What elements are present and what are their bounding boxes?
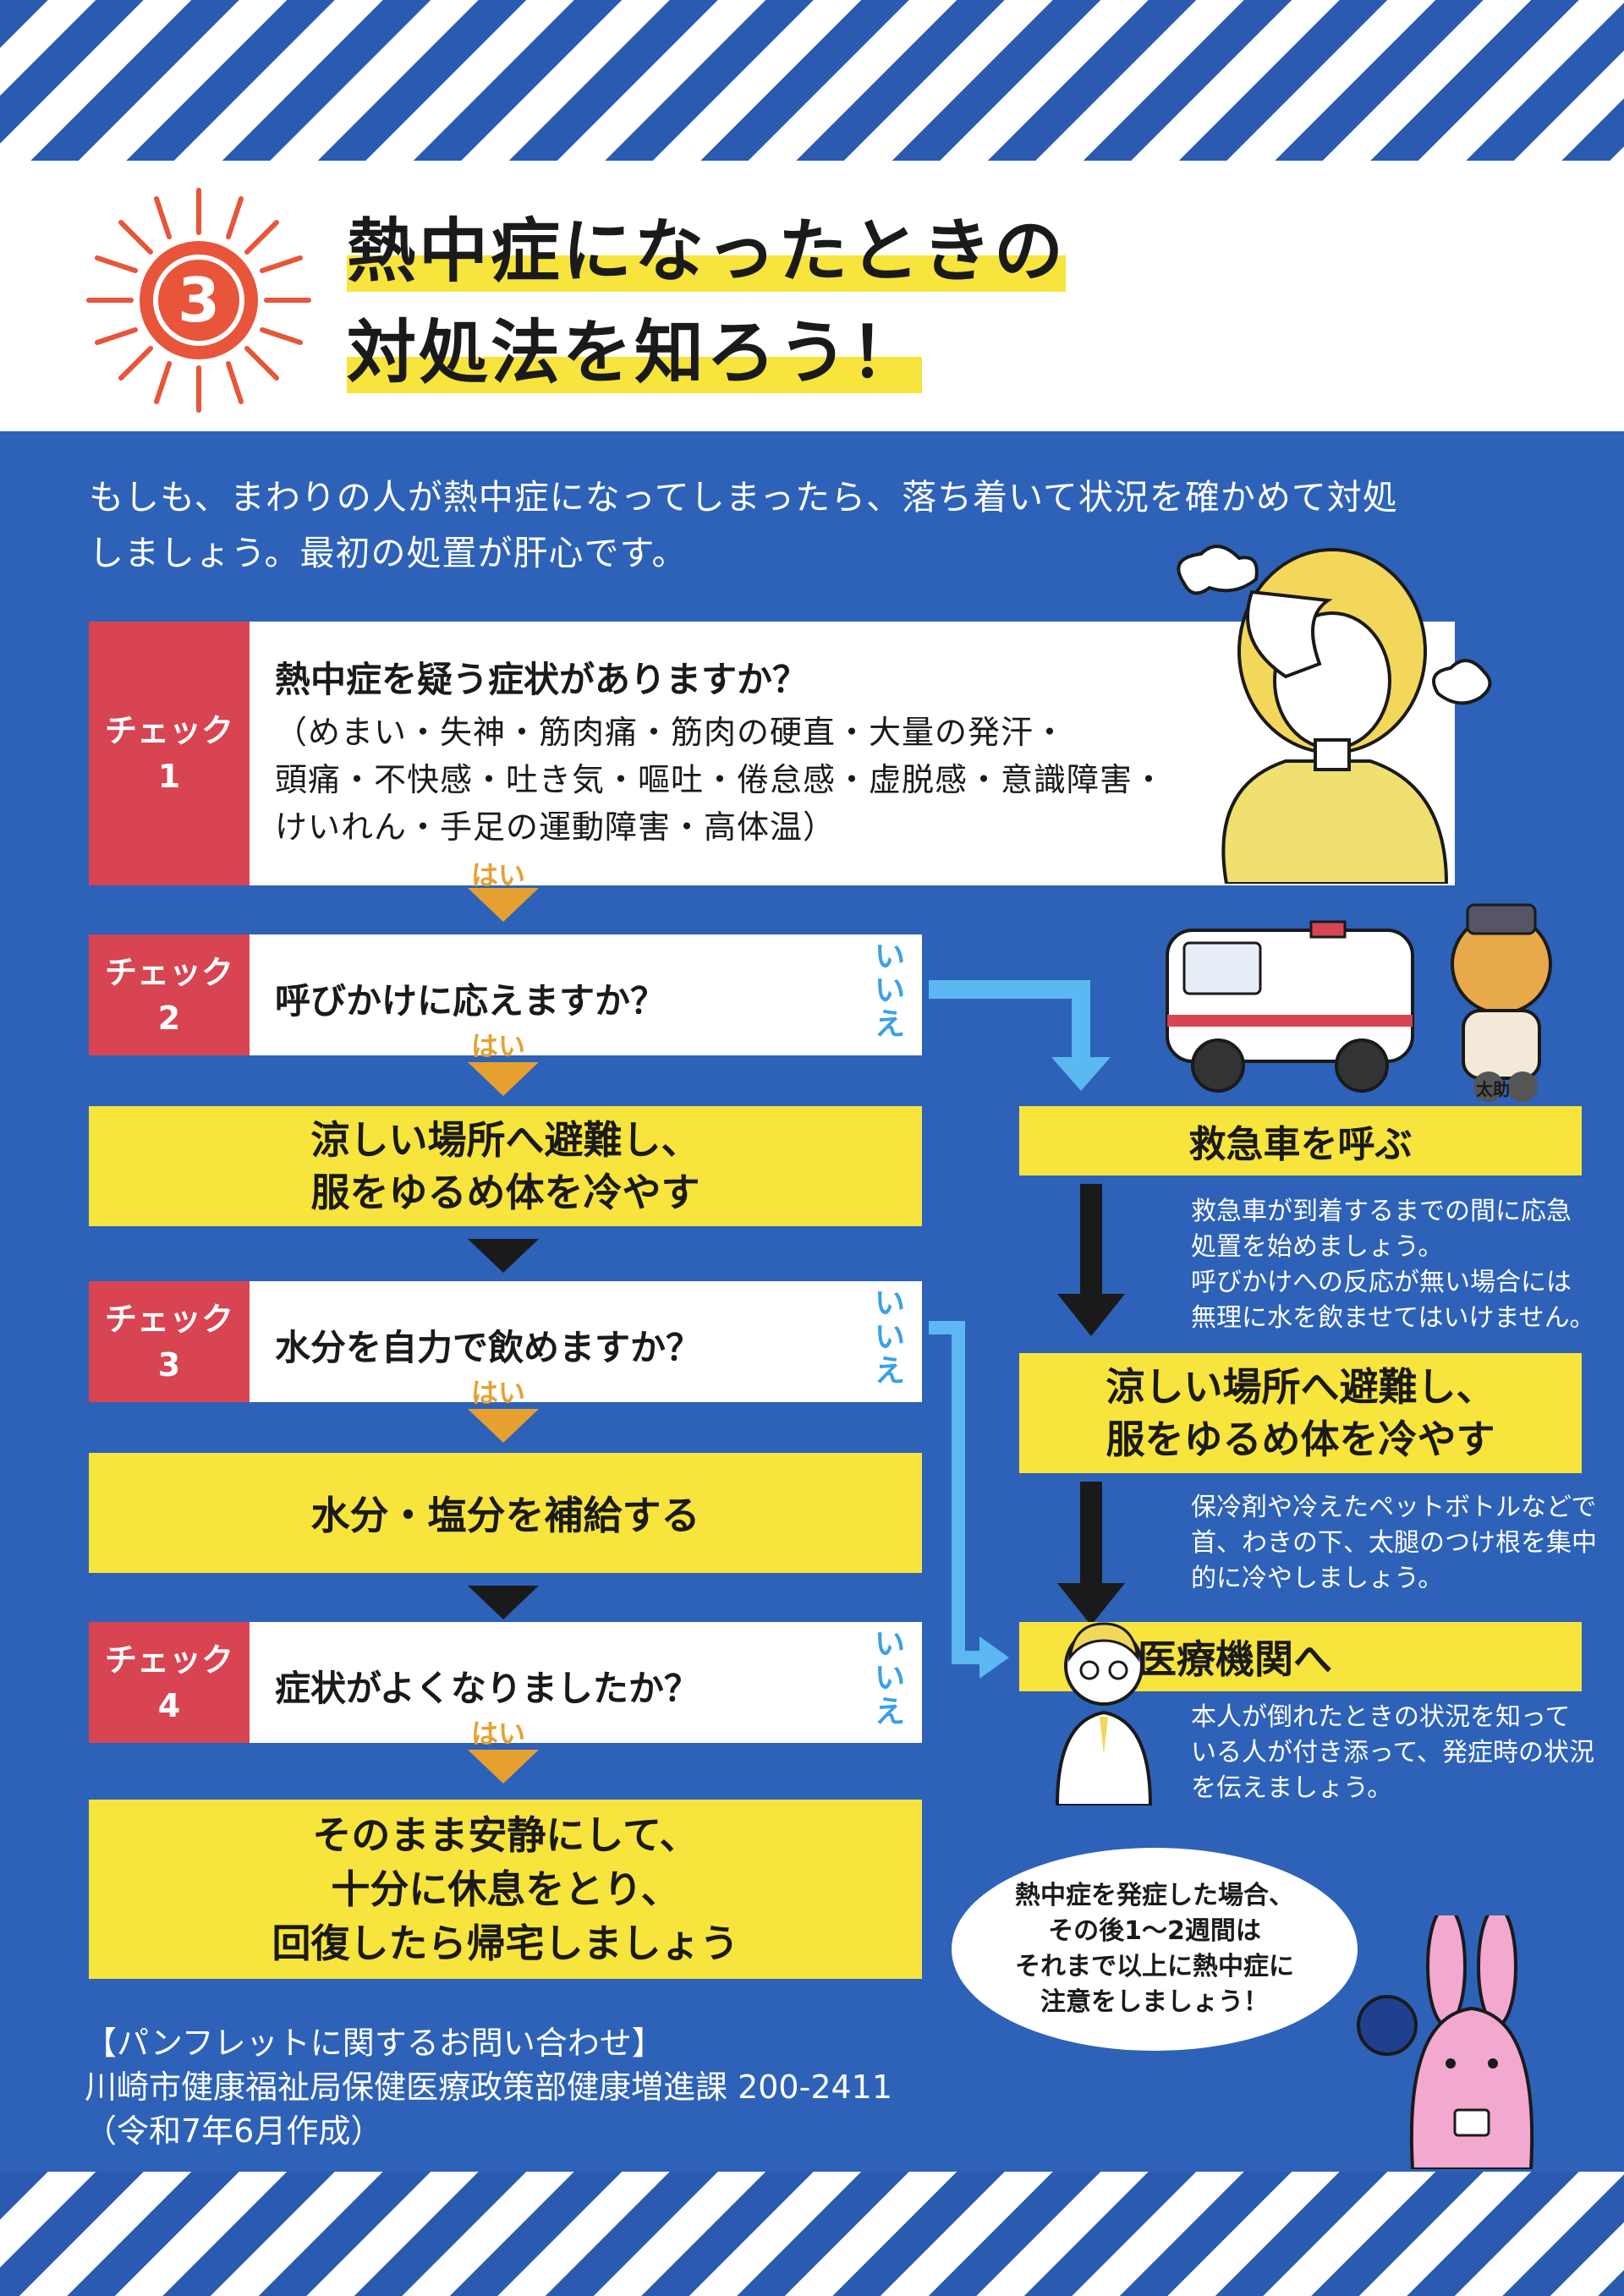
- down-arrow-orange-3: [468, 1409, 539, 1443]
- bottom-stripe-border: [0, 2172, 1624, 2296]
- doctor-illustration: [1055, 1622, 1153, 1806]
- check4-question: 症状がよくなりましたか？: [275, 1668, 700, 1709]
- ambulance-note: 救急車が到着するまでの間に応急 処置を始めましょう。 呼びかけへの反応が無い場合…: [1191, 1197, 1595, 1333]
- no-label-2: いいえ: [874, 940, 905, 1042]
- warning-speech-bubble: 熱中症を発症した場合、 その後1～2週間は それまで以上に熱中症に 注意をしまし…: [952, 1848, 1358, 2051]
- ambulance-illustration: [1166, 903, 1552, 1102]
- action-cool-down: 涼しい場所へ避難し、服をゆるめ体を冷やす: [89, 1106, 922, 1226]
- cool-note: 保冷剤や冷えたペットボトルなどで 首、わきの下、太腿のつけ根を集中 的に冷やしま…: [1191, 1493, 1597, 1593]
- check1-question: 熱中症を疑う症状がありますか？: [275, 659, 809, 700]
- down-arrow-orange-2: [468, 1062, 539, 1096]
- sun-number-icon: 3: [86, 188, 311, 413]
- rabbit-mascot-illustration: [1357, 1915, 1534, 2169]
- no-label-4: いいえ: [874, 1627, 905, 1729]
- title-line1: 熱中症になったときの: [347, 211, 1067, 292]
- mascot-name-label: 太助: [1476, 1079, 1510, 1099]
- yes-label-3: はい: [471, 1377, 526, 1409]
- yes-label-4: はい: [471, 1718, 526, 1750]
- no-label-3: いいえ: [874, 1286, 905, 1389]
- check3-question: 水分を自力で飲めますか？: [275, 1327, 702, 1368]
- right-cool-down-box: 涼しい場所へ避難し、服をゆるめ体を冷やす: [1019, 1353, 1582, 1473]
- down-arrow-black-1: [468, 1239, 539, 1273]
- check1-symptoms: （めまい・失神・筋肉痛・筋肉の硬直・大量の発汗・ 頭痛・不快感・吐き気・嘔吐・倦…: [275, 714, 1166, 846]
- contact-info: 【パンフレットに関するお問い合わせ】 川崎市健康福祉局保健医療政策部健康増進課 …: [85, 2025, 893, 2150]
- down-arrow-black-2: [468, 1586, 539, 1619]
- intro-text: もしも、まわりの人が熱中症になってしまったら、落ち着いて状況を確かめて対処 しま…: [89, 477, 1398, 573]
- yes-label-2: はい: [471, 1030, 526, 1062]
- top-stripe-border: [0, 0, 1624, 161]
- check2-question: 呼びかけに応えますか？: [275, 980, 667, 1022]
- call-ambulance-box: 救急車を呼ぶ: [1019, 1106, 1582, 1175]
- dizzy-woman-illustration: [1177, 545, 1492, 884]
- no-arrow-check3-4: [929, 1321, 1009, 1679]
- down-arrow-orange-1: [468, 888, 539, 922]
- final-rest-box: そのまま安静にして、十分に休息をとり、回復したら帰宅しましょう: [89, 1800, 922, 1979]
- medical-note: 本人が倒れたときの状況を知って いる人が付き添って、発症時の状況 を伝えましょう…: [1191, 1702, 1594, 1803]
- action-hydrate: 水分・塩分を補給する: [89, 1453, 922, 1573]
- down-arrow-orange-4: [468, 1750, 539, 1784]
- down-arrow-black-right-1: [1057, 1184, 1125, 1336]
- title-line2: 対処法を知ろう！: [347, 313, 923, 393]
- section-number: 3: [178, 265, 220, 336]
- down-arrow-black-right-2: [1057, 1482, 1125, 1625]
- section-header: 3 熱中症になったときの 対処法を知ろう！: [0, 161, 1624, 431]
- yes-label-1: はい: [471, 859, 526, 891]
- no-arrow-check2: [929, 980, 1111, 1091]
